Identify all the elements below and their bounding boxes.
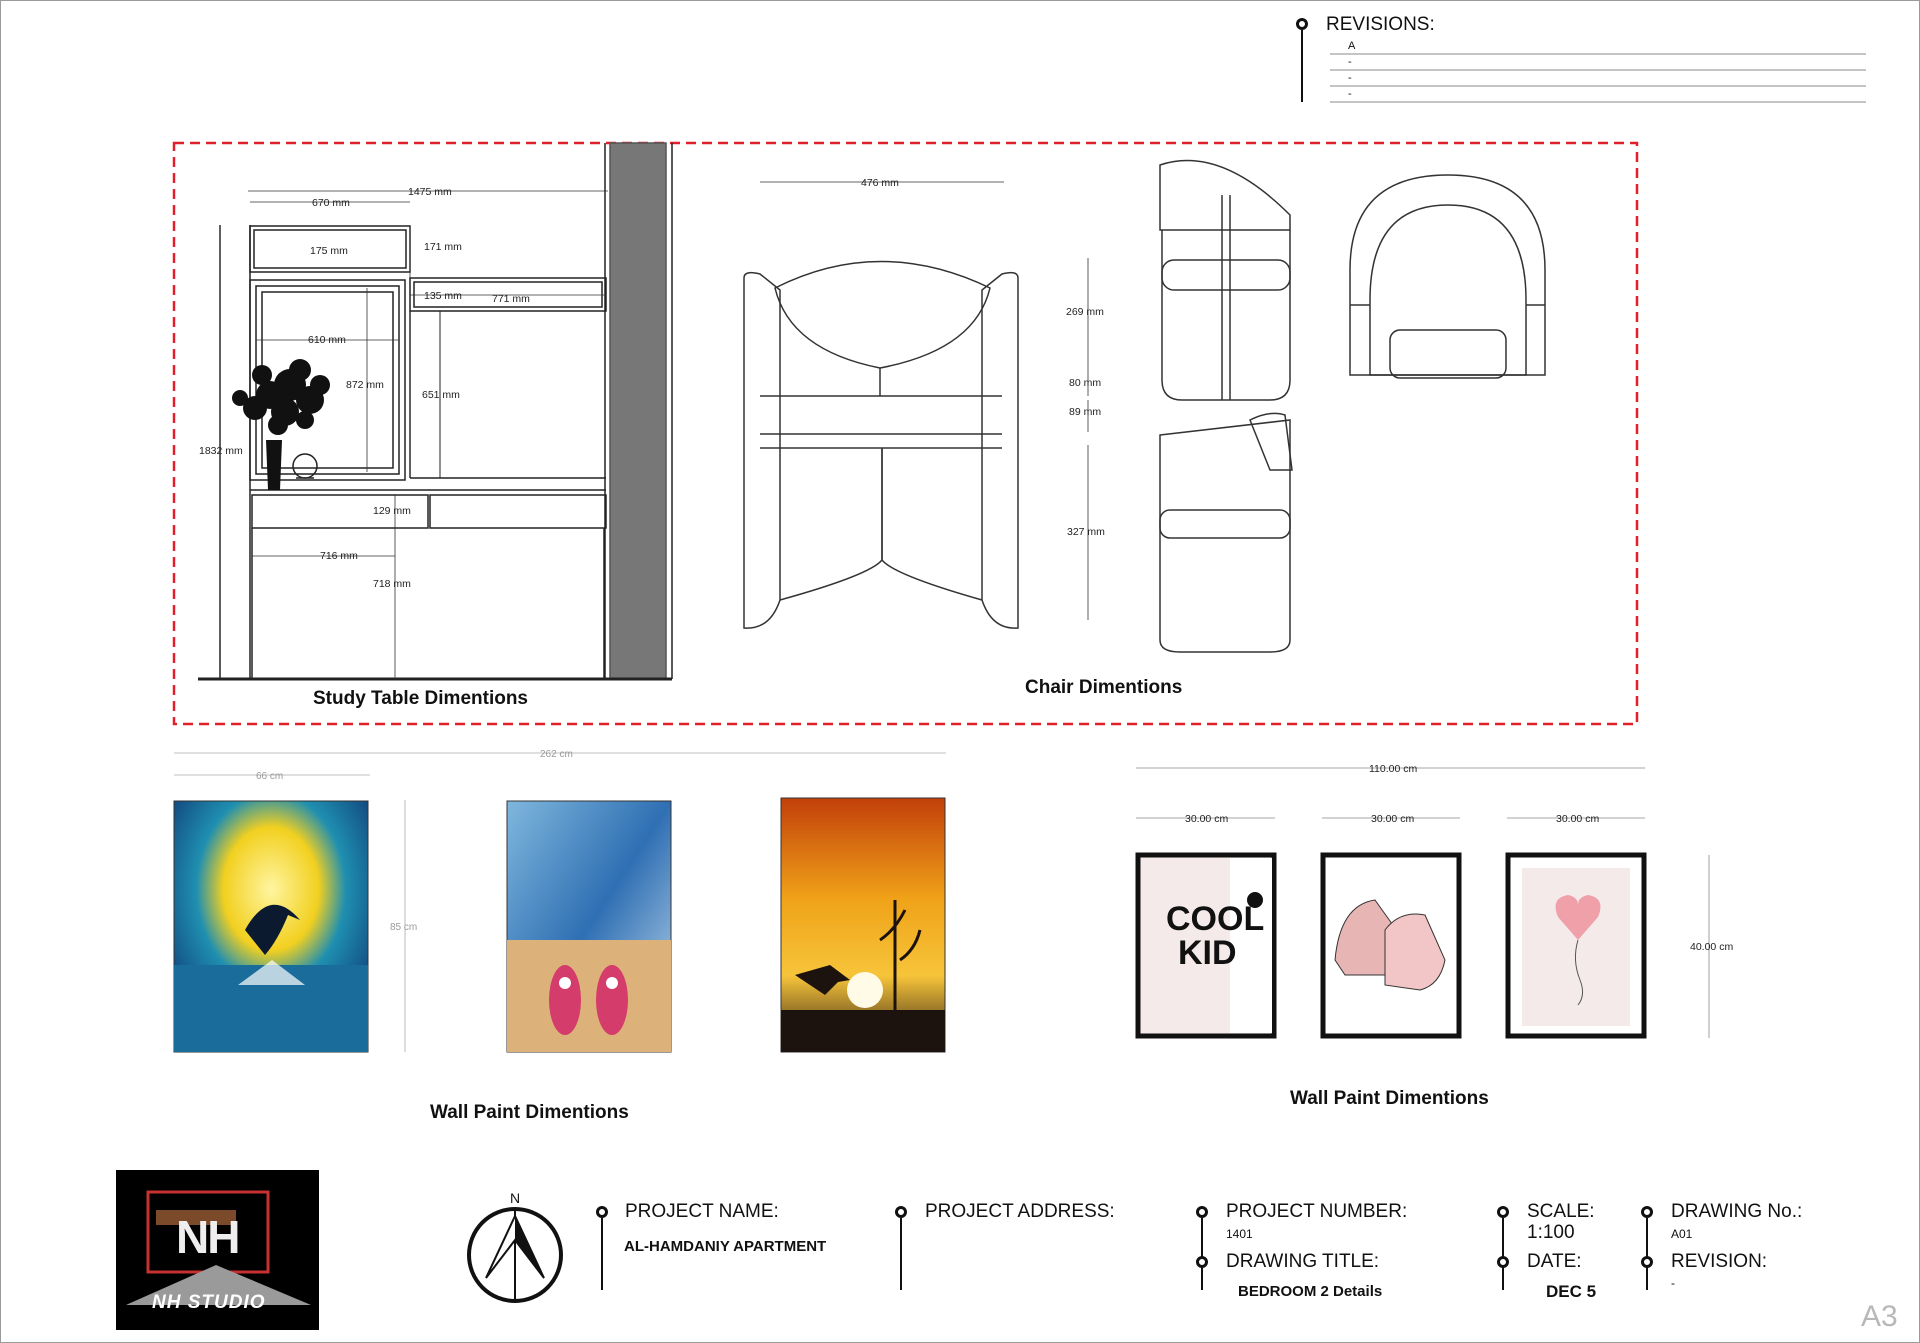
revisions-marker-icon <box>1296 18 1308 30</box>
revision-row: A <box>1348 40 1356 52</box>
dim-85cm: 85 cm <box>390 922 417 933</box>
north-label: N <box>510 1190 520 1206</box>
project-number-label: PROJECT NUMBER: <box>1226 1201 1408 1222</box>
dim-171: 171 mm <box>424 241 462 253</box>
dim-89: 89 mm <box>1069 406 1101 418</box>
dim-718: 718 mm <box>373 578 411 590</box>
north-arrow-icon: N <box>467 1190 563 1303</box>
revision-label: REVISION: <box>1671 1251 1768 1272</box>
date-value: DEC 5 <box>1546 1282 1597 1301</box>
poster-cool-kid: COOL KID <box>1135 852 1277 1039</box>
dim-129: 129 mm <box>373 505 411 517</box>
dim-771: 771 mm <box>492 293 530 305</box>
revision-row: - <box>1348 72 1352 84</box>
dim-175: 175 mm <box>310 245 348 257</box>
revision-row: - <box>1348 56 1352 68</box>
scale-value: 1:100 <box>1527 1222 1575 1243</box>
dim-110cm: 110.00 cm <box>1369 763 1418 775</box>
dim-1832: 1832 mm <box>199 445 243 457</box>
painting-dolphin <box>173 800 369 1053</box>
study-table-caption: Study Table Dimentions <box>313 688 529 709</box>
dim-651: 651 mm <box>422 389 460 401</box>
revision-row: - <box>1348 88 1352 100</box>
dim-716: 716 mm <box>320 550 358 562</box>
drawing-title-label: DRAWING TITLE: <box>1226 1251 1380 1272</box>
wall-right-caption: Wall Paint Dimentions <box>1290 1088 1489 1109</box>
chair-caption: Chair Dimentions <box>1025 677 1183 698</box>
dim-1475: 1475 mm <box>408 186 452 198</box>
dim-30cm-3: 30.00 cm <box>1556 813 1599 825</box>
project-name-value: AL-HAMDANIY APARTMENT <box>624 1238 827 1255</box>
project-number-value: 1401 <box>1226 1227 1253 1241</box>
drawing-title-value: BEDROOM 2 Details <box>1238 1283 1383 1300</box>
poster-heart-balloon <box>1505 852 1647 1039</box>
sheet-size: A3 <box>1861 1300 1898 1333</box>
dim-30cm-1: 30.00 cm <box>1185 813 1228 825</box>
painting-beach <box>506 800 672 1053</box>
dim-30cm-2: 30.00 cm <box>1371 813 1414 825</box>
logo-text: NH STUDIO <box>152 1292 266 1313</box>
scale-label: SCALE: <box>1527 1201 1595 1222</box>
dim-327: 327 mm <box>1067 526 1105 538</box>
dim-80: 80 mm <box>1069 377 1101 389</box>
dim-872: 872 mm <box>346 379 384 391</box>
dim-670: 670 mm <box>312 197 350 209</box>
poster-text-line2: KID <box>1178 934 1237 972</box>
dim-610: 610 mm <box>308 334 346 346</box>
dim-40cm: 40.00 cm <box>1690 941 1733 953</box>
wall-left-caption: Wall Paint Dimentions <box>430 1102 629 1123</box>
logo-letters: NH <box>176 1211 240 1263</box>
dim-262cm: 262 cm <box>540 749 573 760</box>
revision-value: - <box>1671 1276 1675 1290</box>
drawing-no-label: DRAWING No.: <box>1671 1201 1803 1222</box>
studio-logo: NH NH STUDIO <box>116 1170 319 1330</box>
drawing-no-value: A01 <box>1671 1227 1693 1241</box>
dim-476: 476 mm <box>861 177 899 189</box>
revisions-title: REVISIONS: <box>1326 14 1435 35</box>
project-address-label: PROJECT ADDRESS: <box>925 1201 1115 1222</box>
logo-icon <box>126 1190 311 1305</box>
dim-269: 269 mm <box>1066 306 1104 318</box>
dim-66cm: 66 cm <box>256 771 283 782</box>
dim-135: 135 mm <box>424 290 462 302</box>
poster-sneakers <box>1320 852 1462 1039</box>
poster-text-line1: COOL <box>1166 900 1264 938</box>
date-label: DATE: <box>1527 1251 1582 1272</box>
painting-sunset <box>780 797 946 1053</box>
revisions-stem <box>1301 30 1303 102</box>
project-name-label: PROJECT NAME: <box>625 1201 779 1222</box>
